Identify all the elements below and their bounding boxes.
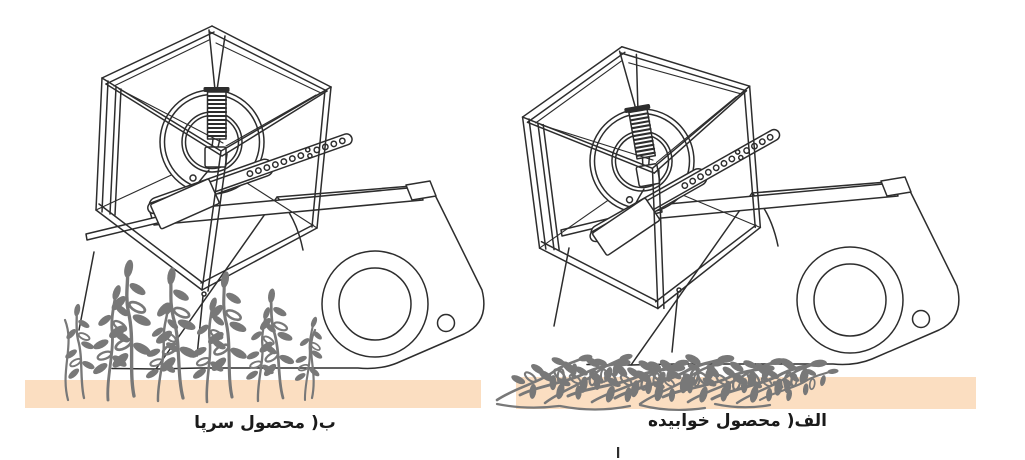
machine-left-body bbox=[78, 180, 485, 370]
caption-standing-crop: ب‎)‎ محصول سرپا bbox=[194, 413, 336, 433]
caption-lodged-crop: الف‎)‎ محصول خوابیده bbox=[648, 411, 827, 431]
stray-tick-mark bbox=[617, 447, 620, 458]
ground-strip-left bbox=[25, 380, 481, 408]
machine-right bbox=[506, 20, 960, 366]
standing-crop bbox=[58, 256, 329, 405]
lodged-crop bbox=[487, 332, 845, 420]
